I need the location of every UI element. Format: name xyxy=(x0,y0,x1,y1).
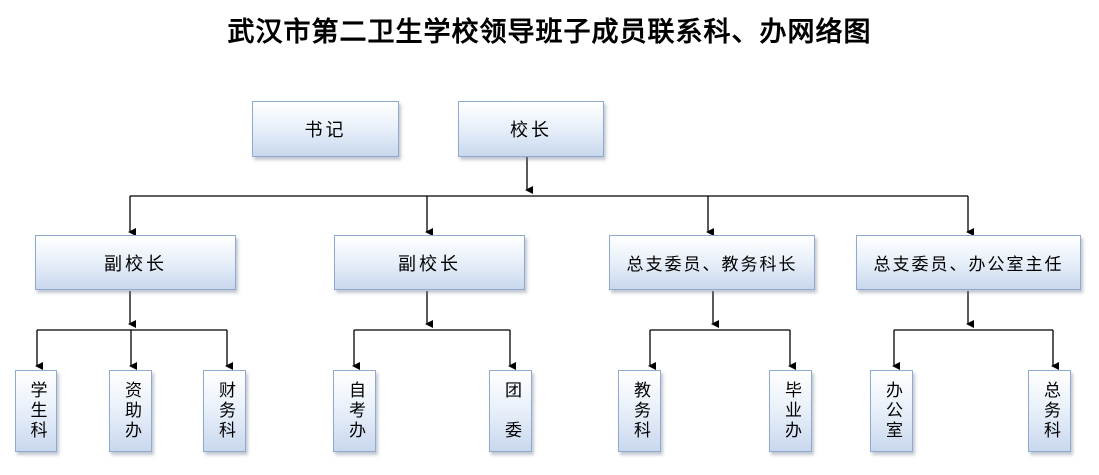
department-label: 团 委 xyxy=(501,381,521,441)
department-label: 资助办 xyxy=(121,381,141,441)
department-label: 总务科 xyxy=(1040,381,1060,441)
department-node: 学生科 xyxy=(15,370,57,452)
department-label: 毕业办 xyxy=(781,381,801,441)
department-node: 办公室 xyxy=(870,370,913,452)
department-node: 教务科 xyxy=(618,370,661,452)
department-label: 自考办 xyxy=(345,381,365,441)
department-node: 团 委 xyxy=(489,370,532,452)
department-label: 财务科 xyxy=(215,381,235,441)
principal-node: 校长 xyxy=(458,101,604,157)
secretary-node: 书记 xyxy=(252,101,399,157)
department-label: 办公室 xyxy=(882,381,902,441)
secretary-label: 书记 xyxy=(304,120,347,141)
leader-label: 总支委员、办公室主任 xyxy=(873,255,1064,275)
leader-node-4: 总支委员、办公室主任 xyxy=(856,235,1081,290)
department-node: 资助办 xyxy=(109,370,152,452)
department-node: 财务科 xyxy=(203,370,246,452)
leader-node-2: 副校长 xyxy=(334,235,525,290)
department-label: 教务科 xyxy=(630,381,650,441)
leader-label: 副校长 xyxy=(104,253,167,275)
leader-label: 总支委员、教务科长 xyxy=(626,255,798,275)
page-title: 武汉市第二卫生学校领导班子成员联系科、办网络图 xyxy=(227,17,872,48)
leader-label: 副校长 xyxy=(398,253,461,275)
department-label: 学生科 xyxy=(26,381,47,441)
principal-label: 校长 xyxy=(510,120,552,141)
department-node: 自考办 xyxy=(333,370,376,452)
leader-node-3: 总支委员、教务科长 xyxy=(609,235,815,290)
department-node: 毕业办 xyxy=(769,370,812,452)
leader-node-1: 副校长 xyxy=(35,235,236,290)
department-node: 总务科 xyxy=(1028,370,1071,452)
